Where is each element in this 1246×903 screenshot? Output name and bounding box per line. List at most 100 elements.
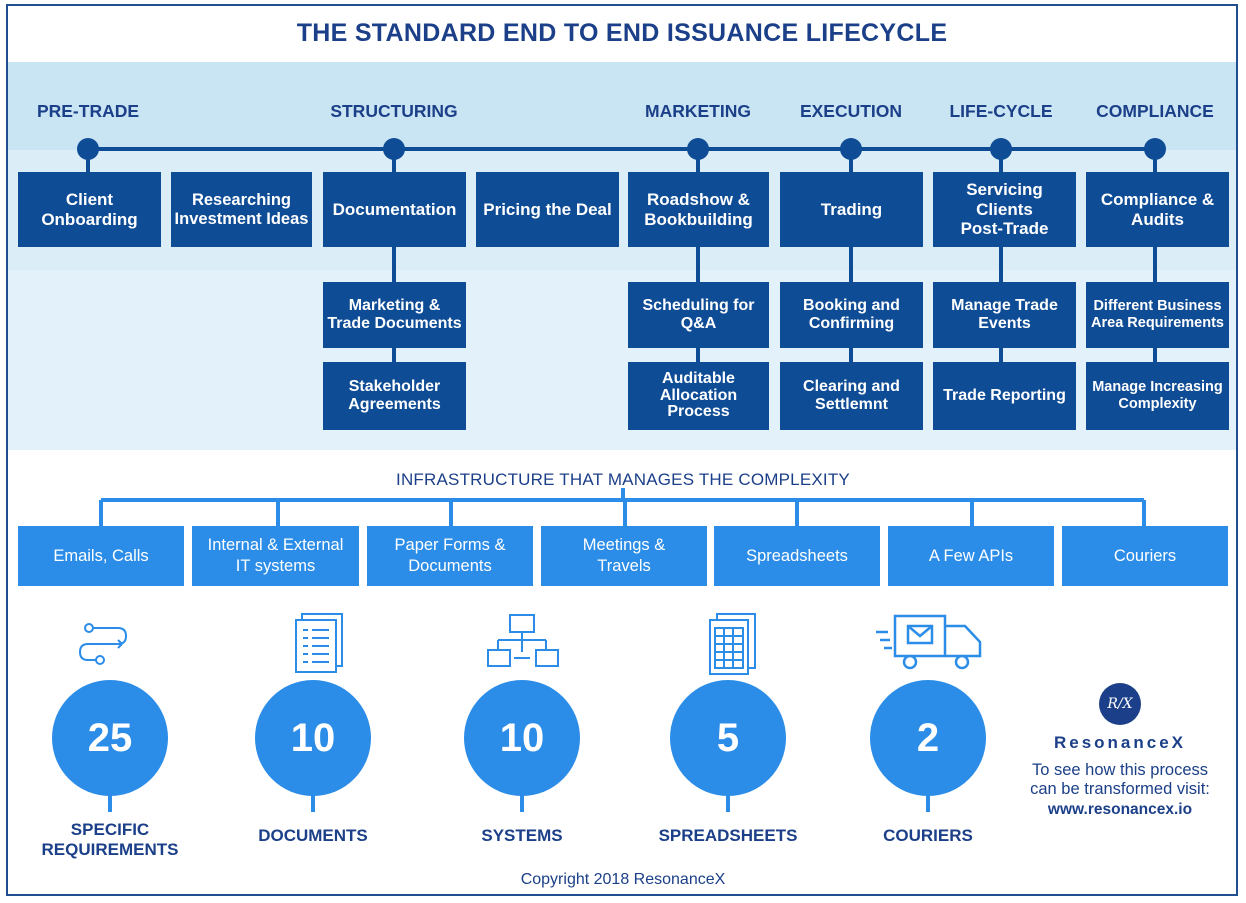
- box-line: Manage Increasing: [1092, 379, 1223, 396]
- phase-band: [8, 62, 1236, 150]
- stat-label-documents: DOCUMENTS: [258, 826, 368, 845]
- box-line: Audits: [1131, 209, 1184, 229]
- box-line: Researching: [191, 190, 292, 209]
- box-trade-reporting: Trade Reporting: [933, 362, 1076, 430]
- document-icon: [295, 613, 343, 673]
- infra-emails-calls: Emails, Calls: [18, 526, 184, 586]
- box-line: Booking and: [803, 296, 900, 314]
- box-line: Q&A: [680, 315, 717, 332]
- box-line: Auditable: [662, 369, 735, 387]
- box-line: Agreements: [348, 396, 441, 413]
- truck-icon: [876, 614, 982, 670]
- box-line: Investment Ideas: [174, 209, 309, 228]
- box-trading: Trading: [780, 172, 923, 247]
- box-line: Paper Forms &: [394, 536, 506, 555]
- box-line: Client: [65, 189, 114, 209]
- stat-circle-documents: 10: [255, 680, 371, 796]
- stat-label-systems: SYSTEMS: [481, 826, 563, 845]
- box-line: Internal & External: [207, 536, 344, 555]
- stat-circle-spreadsheets: 5: [670, 680, 786, 796]
- box-line: Servicing Clients: [966, 180, 1043, 219]
- brand-text-line: To see how this process: [1031, 761, 1209, 779]
- box-line: Trading: [820, 199, 883, 219]
- infra-spreadsheets: Spreadsheets: [714, 526, 880, 586]
- box-line: Couriers: [1113, 546, 1177, 565]
- brand-block: R/X ResonanceX To see how this process c…: [1010, 683, 1230, 819]
- box-line: Marketing &: [348, 296, 441, 314]
- infra-couriers: Couriers: [1062, 526, 1228, 586]
- infra-meetings: Meetings & Travels: [541, 526, 707, 586]
- box-line: Roadshow &: [647, 189, 750, 209]
- stat-label-couriers: COURIERS: [883, 826, 973, 845]
- box-line: Post-Trade: [960, 219, 1049, 239]
- flow-icon: [78, 623, 128, 665]
- box-line: Documentation: [332, 199, 457, 219]
- box-line: Meetings &: [582, 536, 666, 555]
- box-line: Process: [667, 403, 730, 421]
- phase-compliance: COMPLIANCE: [1096, 100, 1214, 121]
- copyright: Copyright 2018 ResonanceX: [520, 871, 726, 888]
- stat-circle-requirements: 25: [52, 680, 168, 796]
- box-line: Scheduling for: [642, 296, 755, 314]
- box-line: Events: [978, 315, 1031, 332]
- stat-circle-couriers: 2: [870, 680, 986, 796]
- box-pricing: Pricing the Deal: [476, 172, 619, 247]
- box-line: Pricing the Deal: [483, 199, 612, 219]
- box-line: Confirming: [808, 315, 895, 332]
- stat-label-requirements: SPECIFIC REQUIREMENTS: [25, 820, 195, 861]
- box-line: Allocation: [659, 386, 738, 404]
- box-compliance-audits: Compliance &Audits: [1086, 172, 1229, 247]
- resonancex-logo: R/X: [1099, 683, 1141, 725]
- box-line: Settlemnt: [815, 396, 888, 413]
- infographic-frame: [6, 4, 1238, 896]
- box-line: IT systems: [235, 557, 316, 575]
- infra-paper-forms: Paper Forms & Documents: [367, 526, 533, 586]
- spreadsheet-icon: [709, 613, 756, 675]
- infra-apis: A Few APIs: [888, 526, 1054, 586]
- box-line: Stakeholder: [348, 377, 441, 395]
- box-line: A Few APIs: [928, 546, 1014, 565]
- box-line: Area Requirements: [1091, 315, 1224, 331]
- box-line: Bookbuilding: [644, 209, 753, 229]
- brand-text-line: can be transformed visit:: [1030, 779, 1210, 798]
- box-line: Compliance &: [1100, 189, 1215, 209]
- infrastructure-title: INFRASTRUCTURE THAT MANAGES THE COMPLEXI…: [396, 470, 850, 489]
- phase-pre-trade: PRE-TRADE: [36, 100, 140, 121]
- page-title: THE STANDARD END TO END ISSUANCE LIFECYC…: [296, 18, 948, 47]
- box-line: Documents: [408, 557, 492, 575]
- box-line: Spreadsheets: [746, 546, 848, 565]
- box-line: Travels: [597, 557, 651, 575]
- box-documentation: Documentation: [323, 172, 466, 247]
- brand-text: To see how this process can be transform…: [1010, 761, 1230, 799]
- phase-marketing: MARKETING: [645, 100, 751, 121]
- box-line: Different Business: [1093, 298, 1222, 315]
- infra-it-systems: Internal & External IT systems: [192, 526, 359, 586]
- box-line: Manage Trade: [951, 296, 1058, 314]
- box-line: Trade Documents: [327, 315, 462, 332]
- stat-label-spreadsheets: SPREADSHEETS: [658, 826, 798, 845]
- brand-url-link[interactable]: www.resonancex.io: [1047, 800, 1193, 818]
- phase-life-cycle: LIFE-CYCLE: [949, 100, 1053, 121]
- network-icon: [487, 614, 559, 667]
- phase-execution: EXECUTION: [799, 100, 903, 121]
- box-marketing-trade-docs: Marketing &Trade Documents: [323, 282, 466, 348]
- box-roadshow: Roadshow &Bookbuilding: [628, 172, 769, 247]
- box-line: Emails, Calls: [53, 546, 149, 565]
- brand-name: ResonanceX: [1053, 733, 1187, 752]
- box-line: Trade Reporting: [943, 386, 1066, 404]
- box-line: Onboarding: [41, 209, 138, 229]
- box-line: Clearing and: [803, 377, 900, 395]
- stat-label-line: SPECIFIC: [70, 820, 150, 839]
- stat-circle-systems: 10: [464, 680, 580, 796]
